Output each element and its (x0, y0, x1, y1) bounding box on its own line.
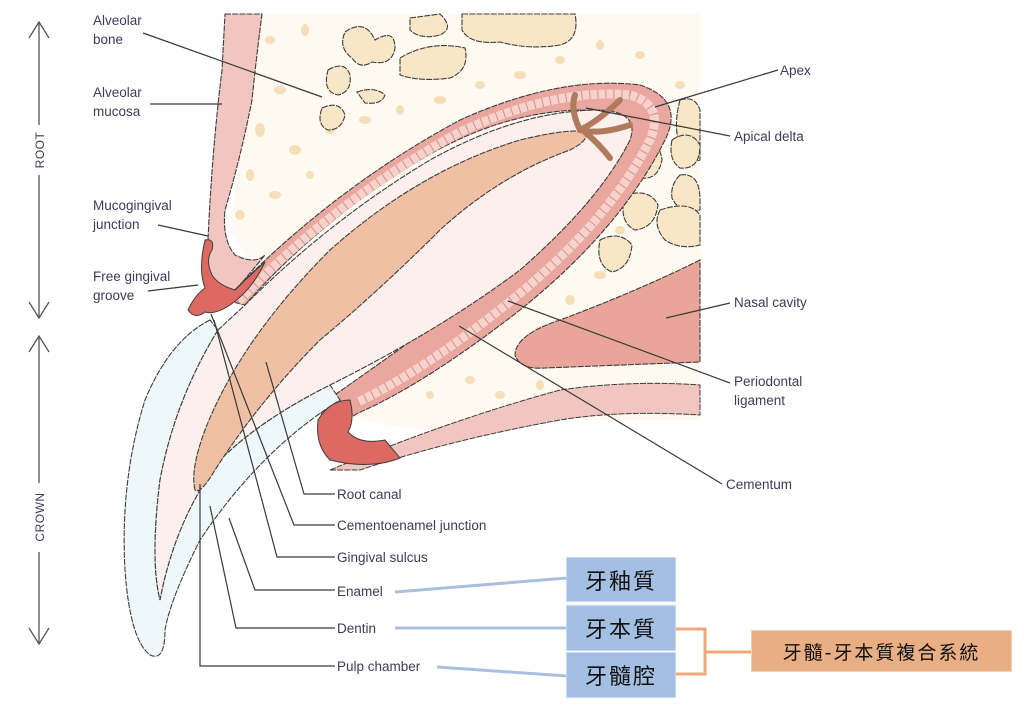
label-mucogingival-junction-line2: junction (92, 217, 140, 232)
palatal-mucosa (329, 382, 701, 471)
label-mucogingival-junction-line1: Mucogingival (93, 198, 172, 213)
label-alveolar-mucosa-line2: mucosa (93, 104, 141, 119)
label-alveolar-bone-line1: Alveolar (93, 13, 142, 28)
enamel-zh-box: 牙釉質 (566, 557, 676, 602)
pulp-chamber (193, 130, 587, 492)
dentin-zh-box: 牙本質 (566, 605, 676, 651)
pulp-dentin-complex-box: 牙髓-牙本質複合系統 (751, 630, 1012, 672)
pulp-chamber-zh-box: 牙髓腔 (566, 652, 676, 698)
label-cementoenamel-junction: Cementoenamel junction (337, 518, 486, 533)
label-gingival-sulcus: Gingival sulcus (337, 550, 428, 565)
label-free-gingival-groove-line2: groove (93, 288, 134, 303)
label-cementum: Cementum (726, 477, 792, 492)
apical-delta (570, 92, 633, 161)
dentin (154, 109, 633, 601)
leader-lines (142, 32, 779, 667)
alveolar-mucosa (206, 13, 266, 301)
nasal-cavity (514, 259, 701, 369)
arrow-down-icon (28, 627, 50, 646)
root-label: ROOT (33, 132, 47, 169)
bone-speckles (235, 24, 685, 399)
label-apical-delta: Apical delta (734, 129, 804, 144)
enamel-connector (394, 576, 568, 594)
pulp-connector (436, 665, 568, 678)
root-axis: ROOT (28, 20, 50, 320)
crown-axis: CROWN (28, 334, 50, 646)
label-free-gingival-groove-line1: Free gingival (93, 269, 170, 284)
ligament-fibers (234, 89, 659, 407)
label-apex: Apex (780, 63, 811, 78)
arrow-up-icon (28, 20, 50, 39)
label-root-canal: Root canal (337, 487, 402, 502)
bone-trabeculae (319, 13, 701, 273)
arrow-up-icon (28, 334, 50, 353)
arrow-down-icon (28, 301, 50, 320)
label-alveolar-mucosa-line1: Alveolar (93, 85, 142, 100)
label-enamel: Enamel (337, 584, 383, 599)
label-periodontal-ligament-line1: Periodontal (734, 374, 802, 389)
label-alveolar-bone-line2: bone (93, 32, 123, 47)
crown-label: CROWN (33, 492, 47, 541)
free-gingiva-labial (187, 239, 266, 316)
label-nasal-cavity: Nasal cavity (734, 295, 807, 310)
label-pulp-chamber: Pulp chamber (337, 659, 421, 674)
free-gingiva-palatal (317, 399, 401, 466)
label-dentin: Dentin (337, 621, 376, 636)
bracket-connector (676, 627, 707, 676)
label-periodontal-ligament-line2: ligament (734, 393, 785, 408)
